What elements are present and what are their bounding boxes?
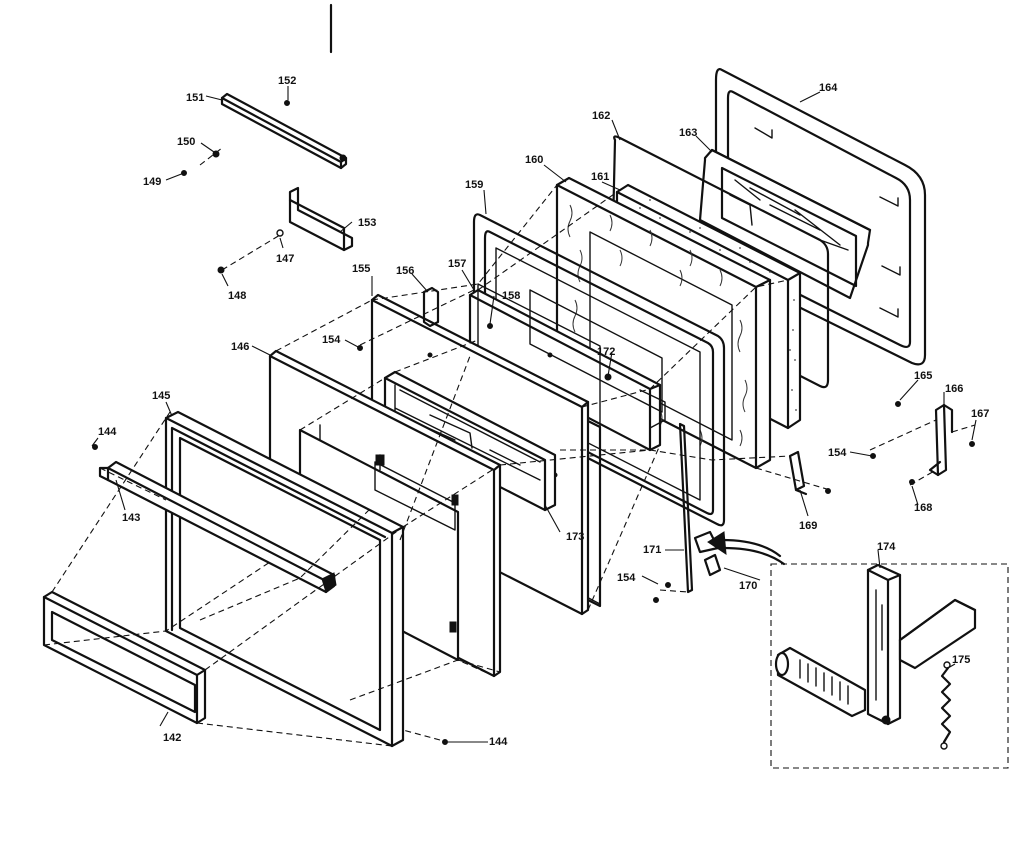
label-160: 160 [525, 154, 543, 166]
part-156-bracket [422, 286, 440, 328]
part-143-handle-bar [98, 460, 337, 594]
label-173: 173 [566, 531, 584, 543]
label-145: 145 [152, 390, 170, 402]
part-number-labels: 151 152 150 149 153 147 148 155 156 157 … [98, 75, 989, 748]
label-151: 151 [186, 92, 204, 104]
label-144-a: 144 [98, 426, 117, 438]
label-154-a: 154 [322, 334, 341, 346]
label-156: 156 [396, 265, 414, 277]
label-166: 166 [945, 383, 963, 395]
label-162: 162 [592, 110, 610, 122]
label-175: 175 [952, 654, 970, 666]
label-163: 163 [679, 127, 697, 139]
part-175-spring [940, 661, 952, 750]
label-169: 169 [799, 520, 817, 532]
label-150: 150 [177, 136, 195, 148]
label-161: 161 [591, 171, 609, 183]
part-171-rod [678, 422, 694, 594]
label-164: 164 [819, 82, 838, 94]
label-152: 152 [278, 75, 296, 87]
label-158: 158 [502, 290, 520, 302]
label-146: 146 [231, 341, 249, 353]
label-142: 142 [163, 732, 181, 744]
label-149: 149 [143, 176, 161, 188]
label-174: 174 [877, 541, 896, 553]
part-169-clip [788, 450, 808, 496]
label-159: 159 [465, 179, 483, 191]
part-174-hinge-detail-inset [770, 563, 1009, 769]
label-154-b: 154 [617, 572, 636, 584]
label-148: 148 [228, 290, 246, 302]
label-171: 171 [643, 544, 661, 556]
label-170: 170 [739, 580, 757, 592]
detail-callout-arrow [707, 531, 786, 566]
label-172: 172 [597, 346, 615, 358]
label-147: 147 [276, 253, 294, 265]
label-167: 167 [971, 408, 989, 420]
label-144-b: 144 [489, 736, 508, 748]
part-151-top-strip [220, 92, 348, 170]
part-153-side-bracket [288, 186, 354, 252]
label-leader-lines [91, 86, 977, 743]
label-143: 143 [122, 512, 140, 524]
label-168: 168 [914, 502, 932, 514]
label-155: 155 [352, 263, 370, 275]
assembly-guide-lines [43, 147, 976, 747]
label-165: 165 [914, 370, 932, 382]
label-153: 153 [358, 217, 376, 229]
label-157: 157 [448, 258, 466, 270]
part-166-hinge-bracket [928, 403, 954, 477]
label-154-c: 154 [828, 447, 847, 459]
